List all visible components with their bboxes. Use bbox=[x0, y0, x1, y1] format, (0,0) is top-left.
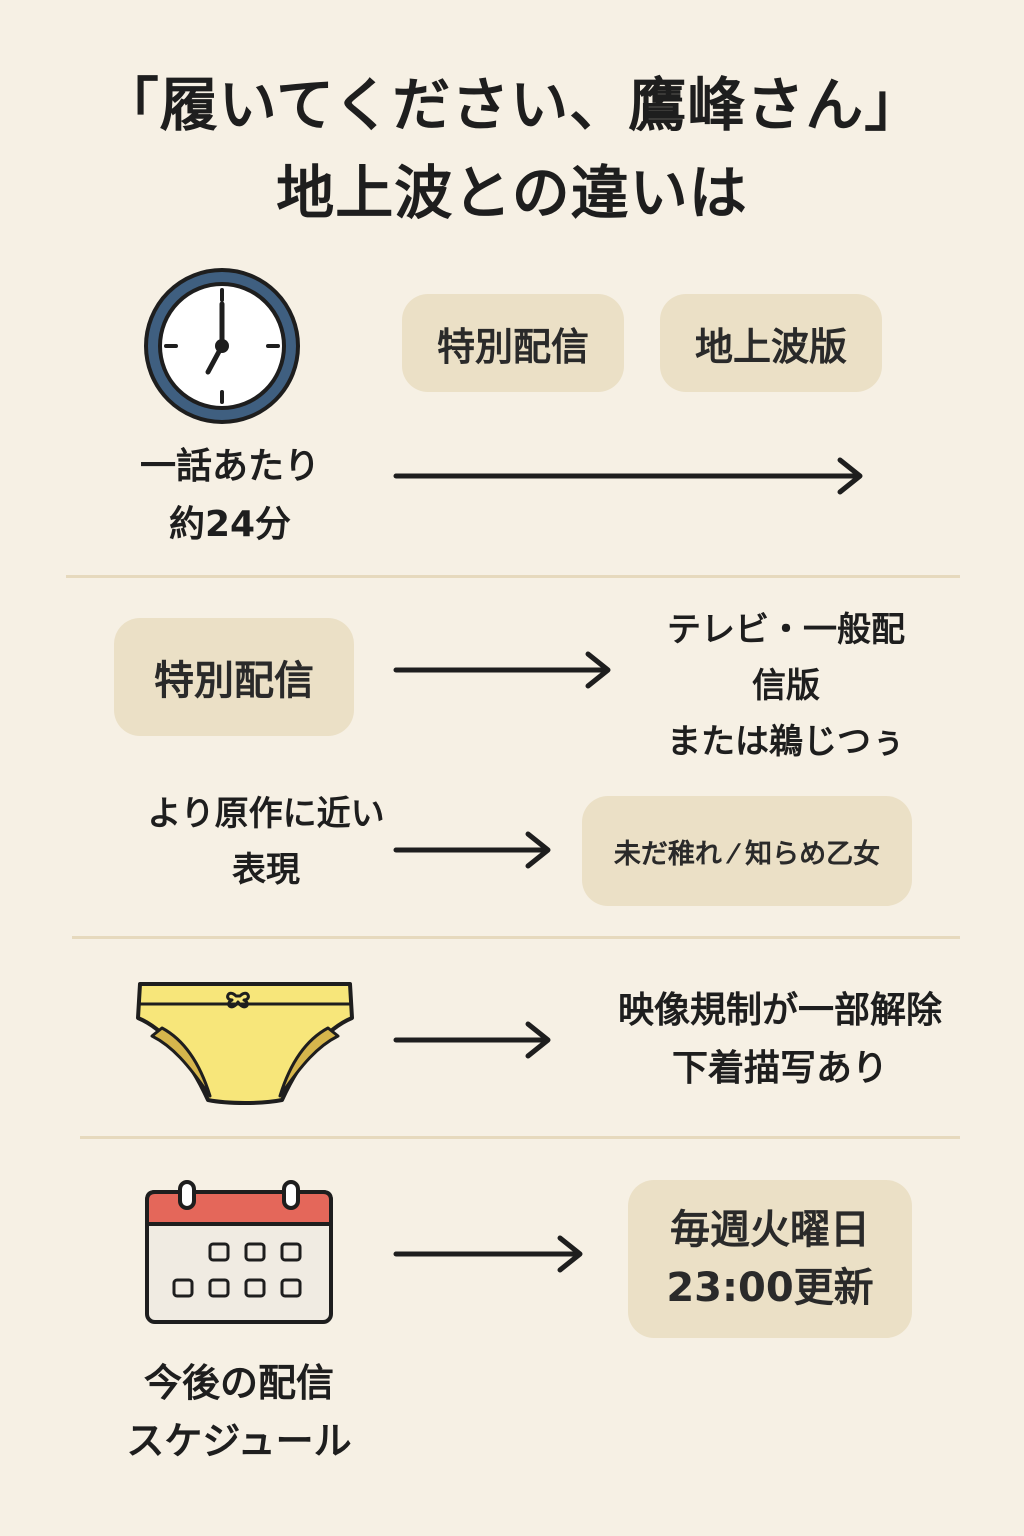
arrow-right-icon bbox=[393, 1021, 551, 1059]
calendar-icon bbox=[145, 1180, 333, 1324]
badge-schedule: 毎週火曜日 23:00更新 bbox=[628, 1180, 912, 1338]
arrow-right-icon bbox=[393, 1235, 583, 1273]
badge-special-stream-2-label: 特別配信 bbox=[154, 658, 314, 704]
arrow-right-icon bbox=[393, 651, 611, 689]
closer-to-original-text: より原作に近い 表現 bbox=[147, 794, 385, 890]
badge-terrestrial: 地上波版 bbox=[660, 294, 882, 392]
tv-version-text: テレビ・一般配 信版 または鵜じつぅ bbox=[667, 610, 905, 762]
badge-terrestrial-label: 地上波版 bbox=[694, 324, 847, 369]
arrow-right-icon bbox=[393, 831, 551, 869]
underwear-icon bbox=[136, 982, 354, 1105]
duration-label-line-1: 一話あたり bbox=[139, 446, 320, 487]
badge-original-title-label: 未だ稚れ ⁄ 知らめ乙女 bbox=[613, 838, 881, 870]
badge-special-stream-2: 特別配信 bbox=[114, 618, 354, 736]
section-divider bbox=[72, 936, 960, 939]
schedule-label-line-2: スケジュール bbox=[126, 1419, 352, 1463]
title-line-2: 地上波との違いは bbox=[276, 159, 748, 227]
regulation-text-line-1: 映像規制が一部解除 bbox=[617, 990, 942, 1031]
title-line-1: 「履いてください、鷹峰さん」 bbox=[100, 71, 924, 139]
duration-label: 一話あたり 約24分 bbox=[100, 438, 360, 554]
badge-schedule-line-2: 23:00更新 bbox=[666, 1265, 874, 1311]
section-divider bbox=[66, 575, 960, 578]
schedule-label: 今後の配信 スケジュール bbox=[104, 1354, 374, 1470]
regulation-text-line-2: 下着描写あり bbox=[671, 1048, 888, 1089]
badge-special-stream-label: 特別配信 bbox=[436, 324, 589, 369]
section-divider bbox=[80, 1136, 960, 1139]
clock-icon bbox=[144, 268, 300, 424]
badge-schedule-line-1: 毎週火曜日 bbox=[670, 1207, 870, 1253]
arrow-right-icon bbox=[393, 457, 863, 495]
regulation-text: 映像規制が一部解除 下着描写あり bbox=[580, 982, 980, 1098]
duration-label-line-2: 約24分 bbox=[168, 504, 292, 545]
badge-special-stream: 特別配信 bbox=[402, 294, 624, 392]
schedule-label-line-1: 今後の配信 bbox=[143, 1361, 334, 1405]
badge-original-title: 未だ稚れ ⁄ 知らめ乙女 bbox=[582, 796, 912, 906]
